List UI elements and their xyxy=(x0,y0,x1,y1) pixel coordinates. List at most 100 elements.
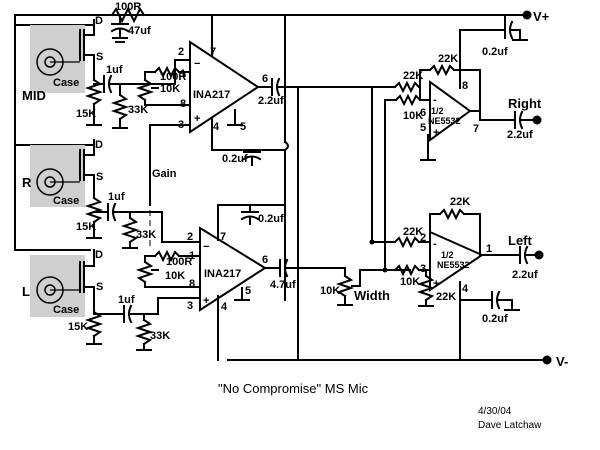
left-input-a-resistor: 22K xyxy=(371,226,431,249)
mid-case-label: Case xyxy=(53,77,79,89)
r-case-label: Case xyxy=(53,195,79,207)
right-input-b-resistor: 10K xyxy=(384,93,423,122)
inamp-bottom-output-cap-label: 4.7uf xyxy=(270,279,296,291)
r-coupling-cap-label: 1uf xyxy=(108,191,125,203)
left-label: Left xyxy=(508,233,533,248)
r-source-resistor: 15K xyxy=(76,196,104,239)
left-bypass-cap: 0.2uf xyxy=(459,290,520,325)
left-part-line1: 1/2 xyxy=(441,250,454,260)
r-drain-label: D xyxy=(95,139,103,151)
supply-cap: 47uf xyxy=(110,14,151,43)
right-label: Right xyxy=(508,96,542,111)
svg-text:−: − xyxy=(194,58,200,70)
left-pin-2: 2 xyxy=(420,232,426,244)
inamp-top-pin-1: 1 xyxy=(180,68,186,80)
l-source-label: S xyxy=(96,281,103,293)
inamp-top-pin-4: 4 xyxy=(213,121,220,133)
r-capsule: Case D S R xyxy=(22,139,103,207)
schematic-date: 4/30/04 xyxy=(478,406,512,417)
l-source-resistor: 15K xyxy=(68,310,104,345)
left-feedback-resistor: 22K xyxy=(429,196,481,241)
inamp-bottom-gain-resistor: 100R xyxy=(144,249,201,268)
inamp-top-pin-2: 2 xyxy=(178,46,184,58)
inamp-top-pin-5: 5 xyxy=(240,121,246,133)
l-capsule-label: L xyxy=(22,284,30,299)
negative-rail-label: V- xyxy=(556,354,568,369)
inamp-bottom-pin-4: 4 xyxy=(221,301,228,313)
right-output-cap: 2.2uf xyxy=(507,110,542,141)
left-stage: 1/2 NE5532 - + 2 3 4 1 Left xyxy=(420,213,533,361)
left-output-cap: 2.2uf xyxy=(509,245,544,281)
left-ground-resistor-label: 22K xyxy=(436,291,456,303)
left-minus: - xyxy=(433,238,437,250)
r-source-resistor-label: 15K xyxy=(76,221,96,233)
inamp-bottom-part: INA217 xyxy=(204,268,241,280)
right-feedback-label: 22K xyxy=(438,53,458,65)
inamp-bottom-pin-3: 3 xyxy=(187,300,193,312)
inamp-bottom-pin-5: 5 xyxy=(245,285,251,297)
inamp-bottom-pin-8: 8 xyxy=(189,278,195,290)
r-bias-resistor-label: 33K xyxy=(136,229,156,241)
inamp-bottom: INA217 − + 2 7 1 6 8 3 4 5 xyxy=(187,204,286,361)
inamp-top-output-cap: 2.2uf xyxy=(257,77,381,107)
l-capsule: Case D S L xyxy=(22,249,103,317)
inamp-bottom-gain-resistor-label: 100R xyxy=(166,256,192,268)
schematic-title: "No Compromise" MS Mic xyxy=(218,381,369,396)
inamp-top-pin-6: 6 xyxy=(262,73,268,85)
mid-coupling-cap-label: 1uf xyxy=(106,64,123,76)
right-part-line2: NE5532 xyxy=(428,116,461,126)
r-source-label: S xyxy=(96,171,103,183)
negative-rail: V- xyxy=(227,354,568,369)
left-input-b-label: 10K xyxy=(400,276,420,288)
inamp-bottom-pin-6: 6 xyxy=(262,254,268,266)
inamp-top-gain-resistor-label: 100R xyxy=(160,71,186,83)
l-drain-label: D xyxy=(95,249,103,261)
inamp-bottom-output-cap: 4.7uf xyxy=(264,258,346,291)
right-stage: 1/2 NE5532 - + 8 6 5 7 Right xyxy=(420,29,542,161)
inamp-bottom-pin-2: 2 xyxy=(187,231,193,243)
l-case-label: Case xyxy=(53,304,79,316)
svg-text:−: − xyxy=(203,241,209,253)
inamp-bottom-bypass-cap: 0.2uf xyxy=(240,204,284,225)
right-bypass-cap: 0.2uf xyxy=(459,14,528,58)
left-plus: + xyxy=(433,278,439,290)
right-minus: - xyxy=(433,94,437,106)
mid-drain-label: D xyxy=(95,15,103,27)
inamp-top-part: INA217 xyxy=(193,89,230,101)
left-feedback-label: 22K xyxy=(450,196,470,208)
supply-cap-label: 47uf xyxy=(128,25,151,37)
inamp-top-gain-pot: 10K xyxy=(135,71,191,106)
l-coupling-cap: 1uf xyxy=(93,294,145,324)
right-pin-6: 6 xyxy=(420,107,426,119)
gain-label: Gain xyxy=(152,168,177,180)
inamp-bottom-pin-7: 7 xyxy=(220,231,226,243)
left-input-a-label: 22K xyxy=(403,226,423,238)
right-feedback-resistor: 22K xyxy=(419,53,481,101)
left-part-line2: NE5532 xyxy=(437,260,470,270)
inamp-top-pin-7: 7 xyxy=(210,46,216,58)
supply-resistor: 100R xyxy=(110,1,146,24)
inamp-top-gain-pot-label: 10K xyxy=(160,83,180,95)
mid-capsule-label: MID xyxy=(22,88,46,103)
mid-source-resistor-label: 15K xyxy=(76,108,96,120)
inamp-top-gain-resistor: 100R xyxy=(144,65,191,83)
mid-capsule: Case D S MID xyxy=(22,15,103,103)
mid-coupling-cap: 1uf xyxy=(93,64,123,94)
inamp-bottom-bypass-cap-label: 0.2uf xyxy=(258,213,284,225)
right-output-cap-label: 2.2uf xyxy=(507,129,533,141)
width-pot: 10K Width xyxy=(320,267,411,306)
l-coupling-cap-label: 1uf xyxy=(118,294,135,306)
r-bias-resistor: 33K xyxy=(120,211,156,249)
l-bias-resistor: 33K xyxy=(134,313,170,351)
left-output-cap-label: 2.2uf xyxy=(512,269,538,281)
right-input-a-resistor: 22K xyxy=(379,70,431,101)
left-pin-4: 4 xyxy=(462,283,469,295)
mid-source-label: S xyxy=(96,51,103,63)
inamp-bottom-gain-pot-label: 10K xyxy=(165,270,185,282)
mid-bias-resistor-label: 33K xyxy=(128,104,148,116)
inamp-top-bypass-cap-label: 0.2uf xyxy=(222,153,248,165)
left-ground-resistor: 22K xyxy=(416,269,456,307)
positive-rail-label: V+ xyxy=(533,9,550,24)
svg-text:+: + xyxy=(194,113,200,125)
